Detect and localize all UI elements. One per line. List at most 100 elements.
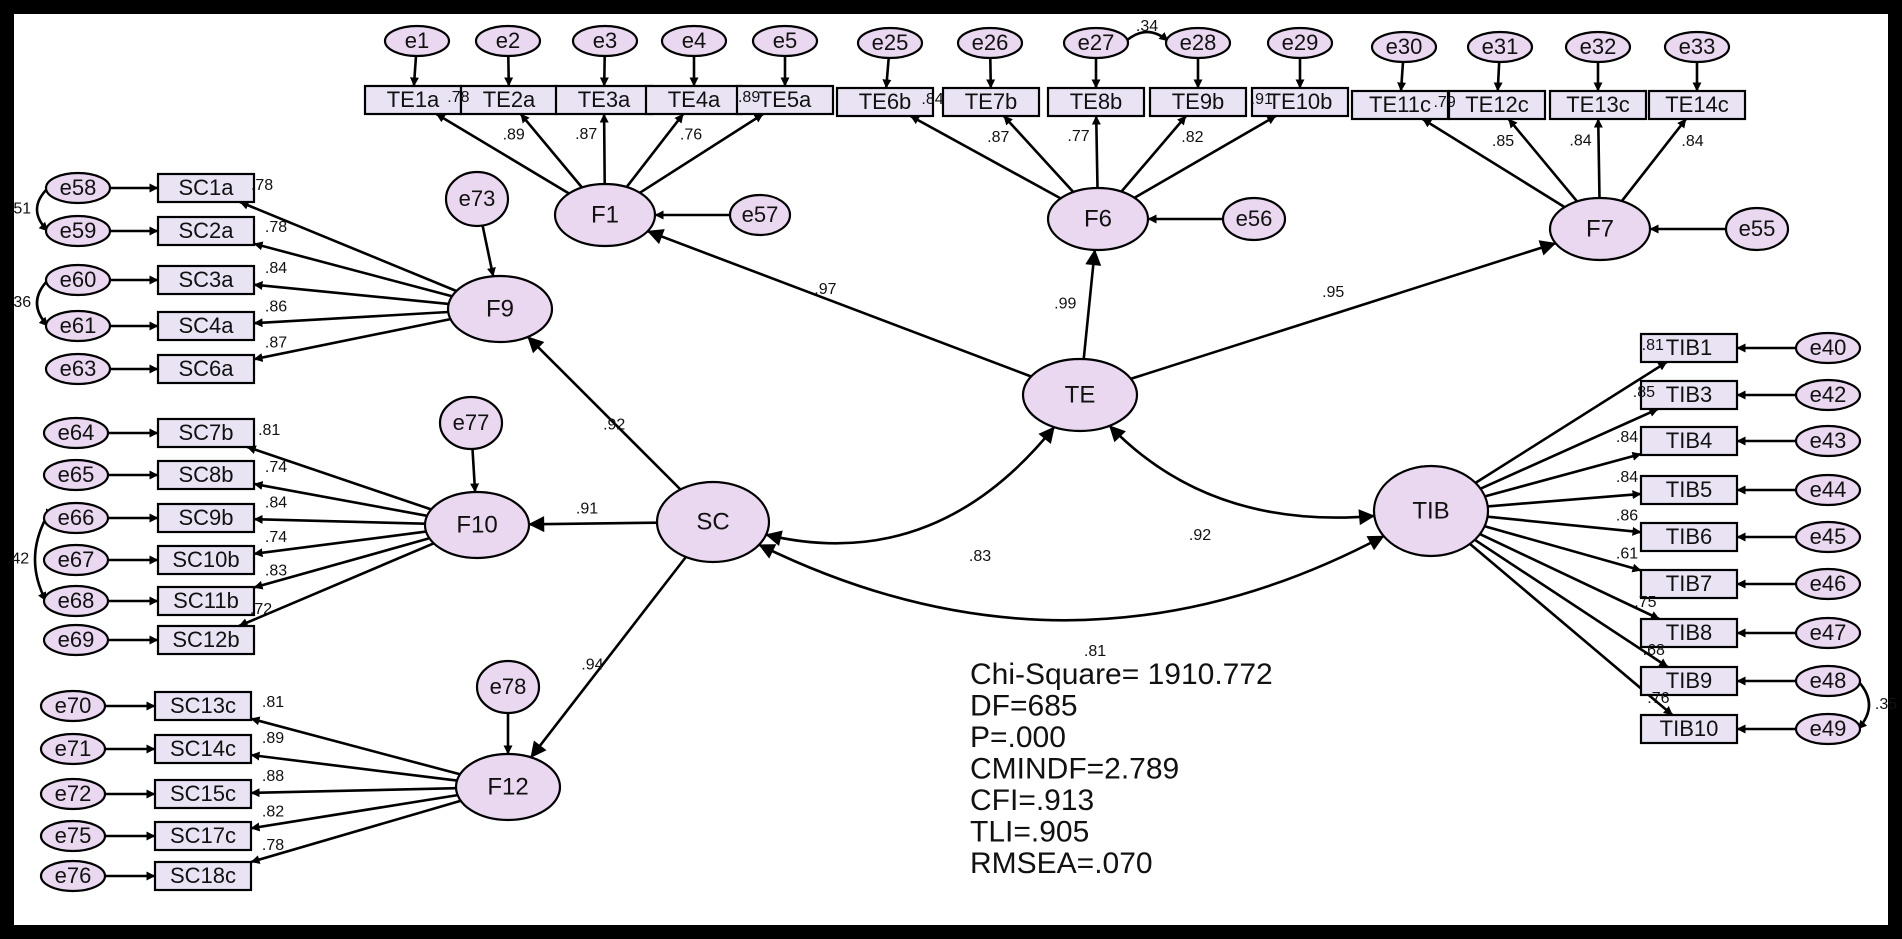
loading-path-tib7: [1484, 524, 1642, 573]
error-label-e45: e45: [1810, 524, 1847, 549]
loading-coef-te5a: .89: [738, 89, 760, 106]
error-label-e71: e71: [55, 736, 92, 761]
loading-coef-sc4a: .86: [265, 298, 287, 315]
latent-f7: [1548, 196, 1652, 262]
indicator-box-sc11b: [156, 585, 256, 617]
error-covariance-e58-e59: [35, 178, 58, 232]
structural-coef-f6: .99: [1054, 296, 1076, 313]
indicator-box-te14c: [1647, 89, 1747, 121]
loading-path-te11c: [1421, 117, 1566, 209]
disturbance-term-e77: [438, 395, 504, 451]
error-label-e67: e67: [58, 547, 95, 572]
disturbance-term-e56: [1221, 196, 1287, 242]
error-label-e32: e32: [1580, 34, 1617, 59]
error-label-e27: e27: [1078, 30, 1115, 55]
latent-label-sc: SC: [696, 508, 729, 535]
indicator-box-tib4: [1639, 425, 1739, 457]
error-label-e1: e1: [405, 28, 429, 53]
loading-path-te7b: [1002, 115, 1075, 193]
disturbance-label-e77: e77: [453, 410, 490, 435]
loading-path-te9b: [1120, 115, 1187, 193]
loading-coef-sc14c: .89: [262, 730, 284, 747]
indicator-label-sc7b: SC7b: [178, 420, 233, 445]
indicator-label-sc14c: SC14c: [170, 736, 236, 761]
error-term-e63: [44, 352, 112, 386]
fit-stat-line: Chi-Square= 1910.772: [970, 658, 1273, 691]
loading-coef-te8b: .77: [1067, 128, 1089, 145]
indicator-label-tib7: TIB7: [1666, 571, 1712, 596]
loading-coef-te11c: .79: [1433, 94, 1455, 111]
error-path-e2: [504, 55, 514, 87]
loading-coef-sc8b: .74: [265, 459, 287, 476]
loading-path-te4a: [625, 113, 685, 188]
indicator-label-tib8: TIB8: [1666, 620, 1712, 645]
loading-coef-sc3a: .84: [265, 260, 287, 277]
loading-path-sc8b: [253, 481, 428, 518]
error-label-e60: e60: [60, 267, 97, 292]
error-label-e2: e2: [496, 28, 520, 53]
disturbance-label-e73: e73: [459, 186, 496, 211]
loading-path-sc1a: [239, 200, 457, 293]
indicator-box-te11c: [1350, 89, 1450, 121]
indicator-box-te5a: [735, 84, 835, 116]
error-term-e69: [42, 623, 110, 657]
indicator-label-sc10b: SC10b: [172, 547, 239, 572]
indicator-label-sc15c: SC15c: [170, 781, 236, 806]
error-label-e31: e31: [1482, 34, 1519, 59]
indicator-box-te7b: [941, 86, 1041, 118]
latent-sc: [655, 480, 771, 564]
loading-path-sc9b: [253, 514, 426, 525]
loading-path-tib5: [1487, 490, 1642, 508]
error-term-e40: [1794, 331, 1862, 365]
loading-coef-sc1a: .78: [251, 177, 273, 194]
error-label-e44: e44: [1810, 477, 1847, 502]
error-path-e26: [986, 57, 996, 89]
structural-coef-f1: .97: [814, 281, 836, 298]
error-covariance-coef-e48-e49: .35: [1875, 696, 1897, 713]
indicator-box-sc12b: [156, 624, 256, 656]
indicator-box-sc15c: [153, 778, 253, 810]
indicator-box-sc4a: [156, 310, 256, 342]
error-term-e33: [1663, 30, 1731, 64]
indicator-box-te4a: [644, 84, 744, 116]
loading-coef-te7b: .87: [987, 129, 1009, 146]
loading-path-sc3a: [253, 281, 449, 306]
latent-label-f7: F7: [1586, 215, 1614, 242]
indicator-label-sc17c: SC17c: [170, 823, 236, 848]
indicator-box-tib1: [1639, 332, 1739, 364]
indicator-box-tib3: [1639, 379, 1739, 411]
error-label-e28: e28: [1180, 30, 1217, 55]
fit-stat-line: RMSEA=.070: [970, 847, 1153, 880]
error-label-e48: e48: [1810, 668, 1847, 693]
fit-stat-line: P=.000: [970, 721, 1066, 754]
error-term-e64: [42, 416, 110, 450]
loading-path-tib8: [1479, 532, 1660, 621]
latent-tib: [1372, 464, 1490, 558]
error-covariance-coef-e66-e68: .42: [7, 551, 29, 568]
error-label-e76: e76: [55, 863, 92, 888]
loading-path-te14c: [1620, 118, 1688, 202]
error-term-e28: [1164, 26, 1232, 60]
error-covariance-coef-e27-e28: .34: [1136, 18, 1158, 35]
loading-path-tib3: [1479, 407, 1659, 490]
structural-path-te-f7: [1130, 240, 1557, 381]
indicator-label-tib5: TIB5: [1666, 477, 1712, 502]
disturbance-path-e77: [470, 448, 480, 493]
error-term-e76: [39, 859, 107, 893]
error-path-e1: [410, 55, 419, 87]
correlation-te-tib: [1108, 424, 1376, 526]
indicator-box-sc1a: [156, 172, 256, 204]
indicator-box-sc17c: [153, 820, 253, 852]
indicator-label-sc18c: SC18c: [170, 863, 236, 888]
latent-label-tib: TIB: [1412, 497, 1449, 524]
indicator-box-tib9: [1639, 665, 1739, 697]
error-term-e42: [1794, 378, 1862, 412]
loading-coef-sc18c: .78: [262, 837, 284, 854]
loading-coef-sc15c: .88: [262, 768, 284, 785]
indicator-box-te1a: [363, 84, 463, 116]
loading-coef-tib10: .76: [1647, 690, 1669, 707]
fit-statistics-block: Chi-Square= 1910.772DF=685P=.000CMINDF=2…: [970, 658, 1273, 880]
fit-stat-line: CMINDF=2.789: [970, 752, 1179, 785]
latent-label-te: TE: [1065, 381, 1096, 408]
structural-path-sc-f10: [528, 516, 658, 533]
